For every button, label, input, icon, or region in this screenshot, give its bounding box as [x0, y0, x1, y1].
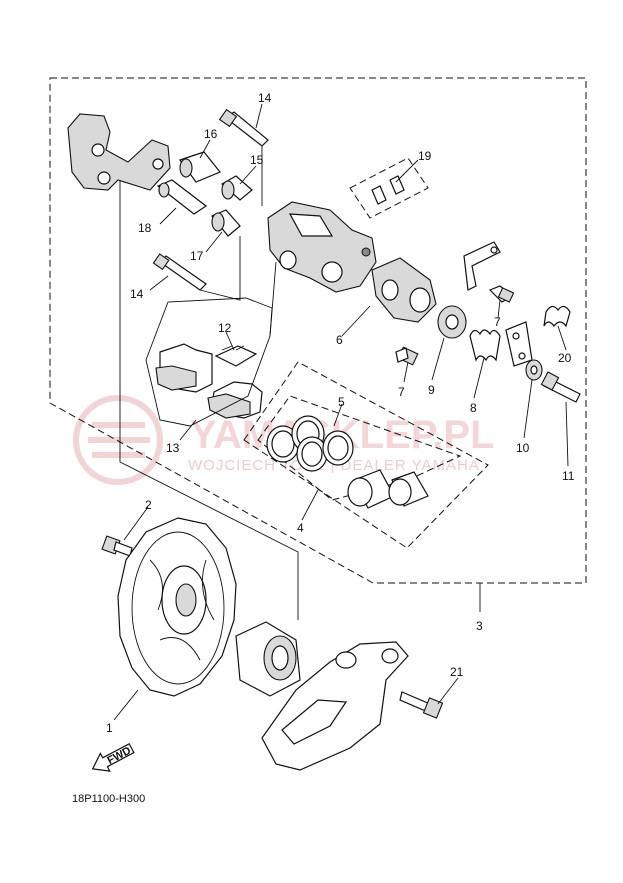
- callout-11: 11: [562, 469, 575, 483]
- callout-7-lower: 7: [398, 385, 405, 399]
- bleed-screw-19: [371, 175, 405, 205]
- callout-17: 17: [190, 249, 204, 263]
- watermark-logo-icon: [73, 395, 163, 485]
- bolt-21: [399, 691, 444, 719]
- callout-2: 2: [145, 498, 152, 512]
- pad-spring-20: [543, 305, 571, 328]
- caliper-assembly-boundary: [49, 77, 587, 584]
- piston-seals-5: [266, 415, 354, 472]
- bolt-7-lower: [395, 346, 419, 366]
- caliper-body: [267, 201, 377, 293]
- pistons-4: [347, 469, 429, 509]
- brake-pads-13: [155, 343, 263, 419]
- callout-19: 19: [418, 149, 432, 163]
- spacer-9: [437, 305, 467, 339]
- seal-kit-box: [257, 395, 462, 501]
- callout-14-lower: 14: [130, 287, 144, 301]
- fwd-label: FWD: [105, 745, 133, 767]
- pin-18: [156, 179, 208, 215]
- callout-4: 4: [297, 521, 304, 535]
- callout-14-top: 14: [258, 91, 272, 105]
- watermark-sub-text: WOJCIECH TODZ | DEALER YAMAHA: [188, 457, 480, 474]
- piston-kit-box: [243, 361, 489, 549]
- spring-8: [469, 329, 501, 362]
- bolt-14-top: [218, 108, 269, 147]
- caliper-mount-bracket: [261, 641, 409, 771]
- leader-17: [199, 236, 241, 301]
- callout-8: 8: [470, 401, 477, 415]
- bleed-screw-box: [349, 157, 429, 219]
- callout-16: 16: [204, 127, 218, 141]
- callout-15: 15: [250, 153, 264, 167]
- leader-line-bracket: [119, 180, 299, 620]
- callout-1: 1: [106, 721, 113, 735]
- caliper-bracket: [67, 113, 171, 191]
- wheel-hub: [235, 621, 301, 697]
- pads-group-outline: [145, 297, 273, 427]
- bolt-7-upper: [488, 285, 515, 303]
- callout-9: 9: [428, 383, 435, 397]
- washer-10: [525, 359, 543, 381]
- bolt-2: [101, 535, 133, 557]
- boot-17: [211, 209, 241, 237]
- diagram-code: 18P1100-H300: [72, 793, 145, 805]
- callout-6: 6: [336, 333, 343, 347]
- bolt-14-lower: [152, 253, 207, 291]
- callout-5: 5: [338, 395, 345, 409]
- brake-disc-1: [117, 517, 237, 697]
- callout-3: 3: [476, 619, 483, 633]
- callout-18: 18: [138, 221, 152, 235]
- callout-7-upper: 7: [494, 315, 501, 329]
- callout-labels: 1 2 3 4 5 6 7 7 8 9 10 11 12 13 14 14 15…: [106, 91, 575, 735]
- callout-leaders: [113, 103, 569, 721]
- boot-15: [220, 175, 253, 201]
- callout-20: 20: [558, 351, 572, 365]
- callout-21: 21: [450, 665, 464, 679]
- callout-13: 13: [166, 441, 180, 455]
- pin-16: [179, 151, 221, 183]
- watermark-logo-stripes-icon: [88, 422, 150, 458]
- callout-12: 12: [218, 321, 232, 335]
- retainer-link: [505, 321, 533, 367]
- mounting-plate: [463, 241, 501, 291]
- pad-pin-12: [214, 345, 258, 367]
- callout-10: 10: [516, 441, 530, 455]
- support-bracket-6: [371, 257, 437, 323]
- fwd-arrow-icon: FWD: [91, 742, 135, 772]
- bolt-11: [540, 371, 581, 403]
